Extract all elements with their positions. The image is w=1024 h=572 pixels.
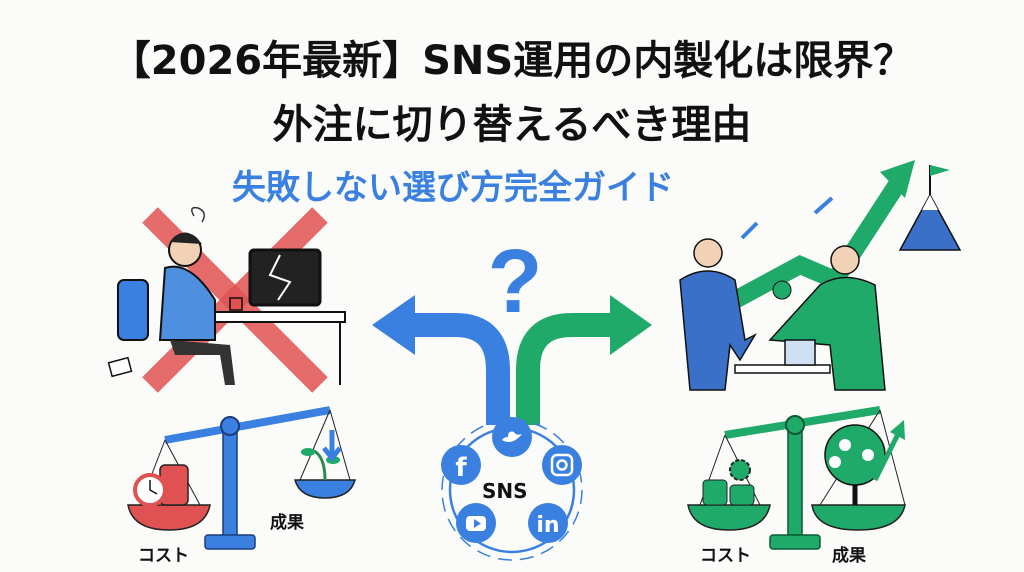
title-line-1: 【2026年最新】SNS運用の内製化は限界？ [110, 38, 914, 84]
linkedin-icon: in [528, 503, 568, 543]
sns-ring: f in [441, 417, 583, 561]
right-balance-scale [687, 406, 906, 550]
right-cost-label: コスト [700, 546, 751, 566]
question-mark: ? [488, 232, 543, 332]
left-result-label: 成果 [270, 513, 304, 533]
svg-text:in: in [536, 513, 559, 538]
instagram-icon [542, 445, 582, 485]
left-cost-label: コスト [138, 546, 189, 566]
youtube-icon [456, 503, 496, 543]
title-line-2: 外注に切り替えるべき理由 [272, 102, 752, 148]
right-result-label: 成果 [832, 546, 866, 566]
subtitle: 失敗しない選び方完全ガイド [232, 168, 674, 208]
twitter-icon [492, 417, 532, 457]
svg-text:f: f [455, 453, 467, 483]
green-arrow-right [516, 313, 615, 425]
sns-label: SNS [482, 479, 528, 503]
blue-arrow-head [372, 295, 415, 355]
blue-arrow-left [410, 313, 510, 425]
facebook-icon: f [441, 445, 481, 485]
handshake-illustration [679, 160, 962, 391]
left-balance-scale [127, 406, 356, 550]
green-arrow-head [610, 295, 652, 355]
overworked-person-illustration [107, 206, 346, 393]
